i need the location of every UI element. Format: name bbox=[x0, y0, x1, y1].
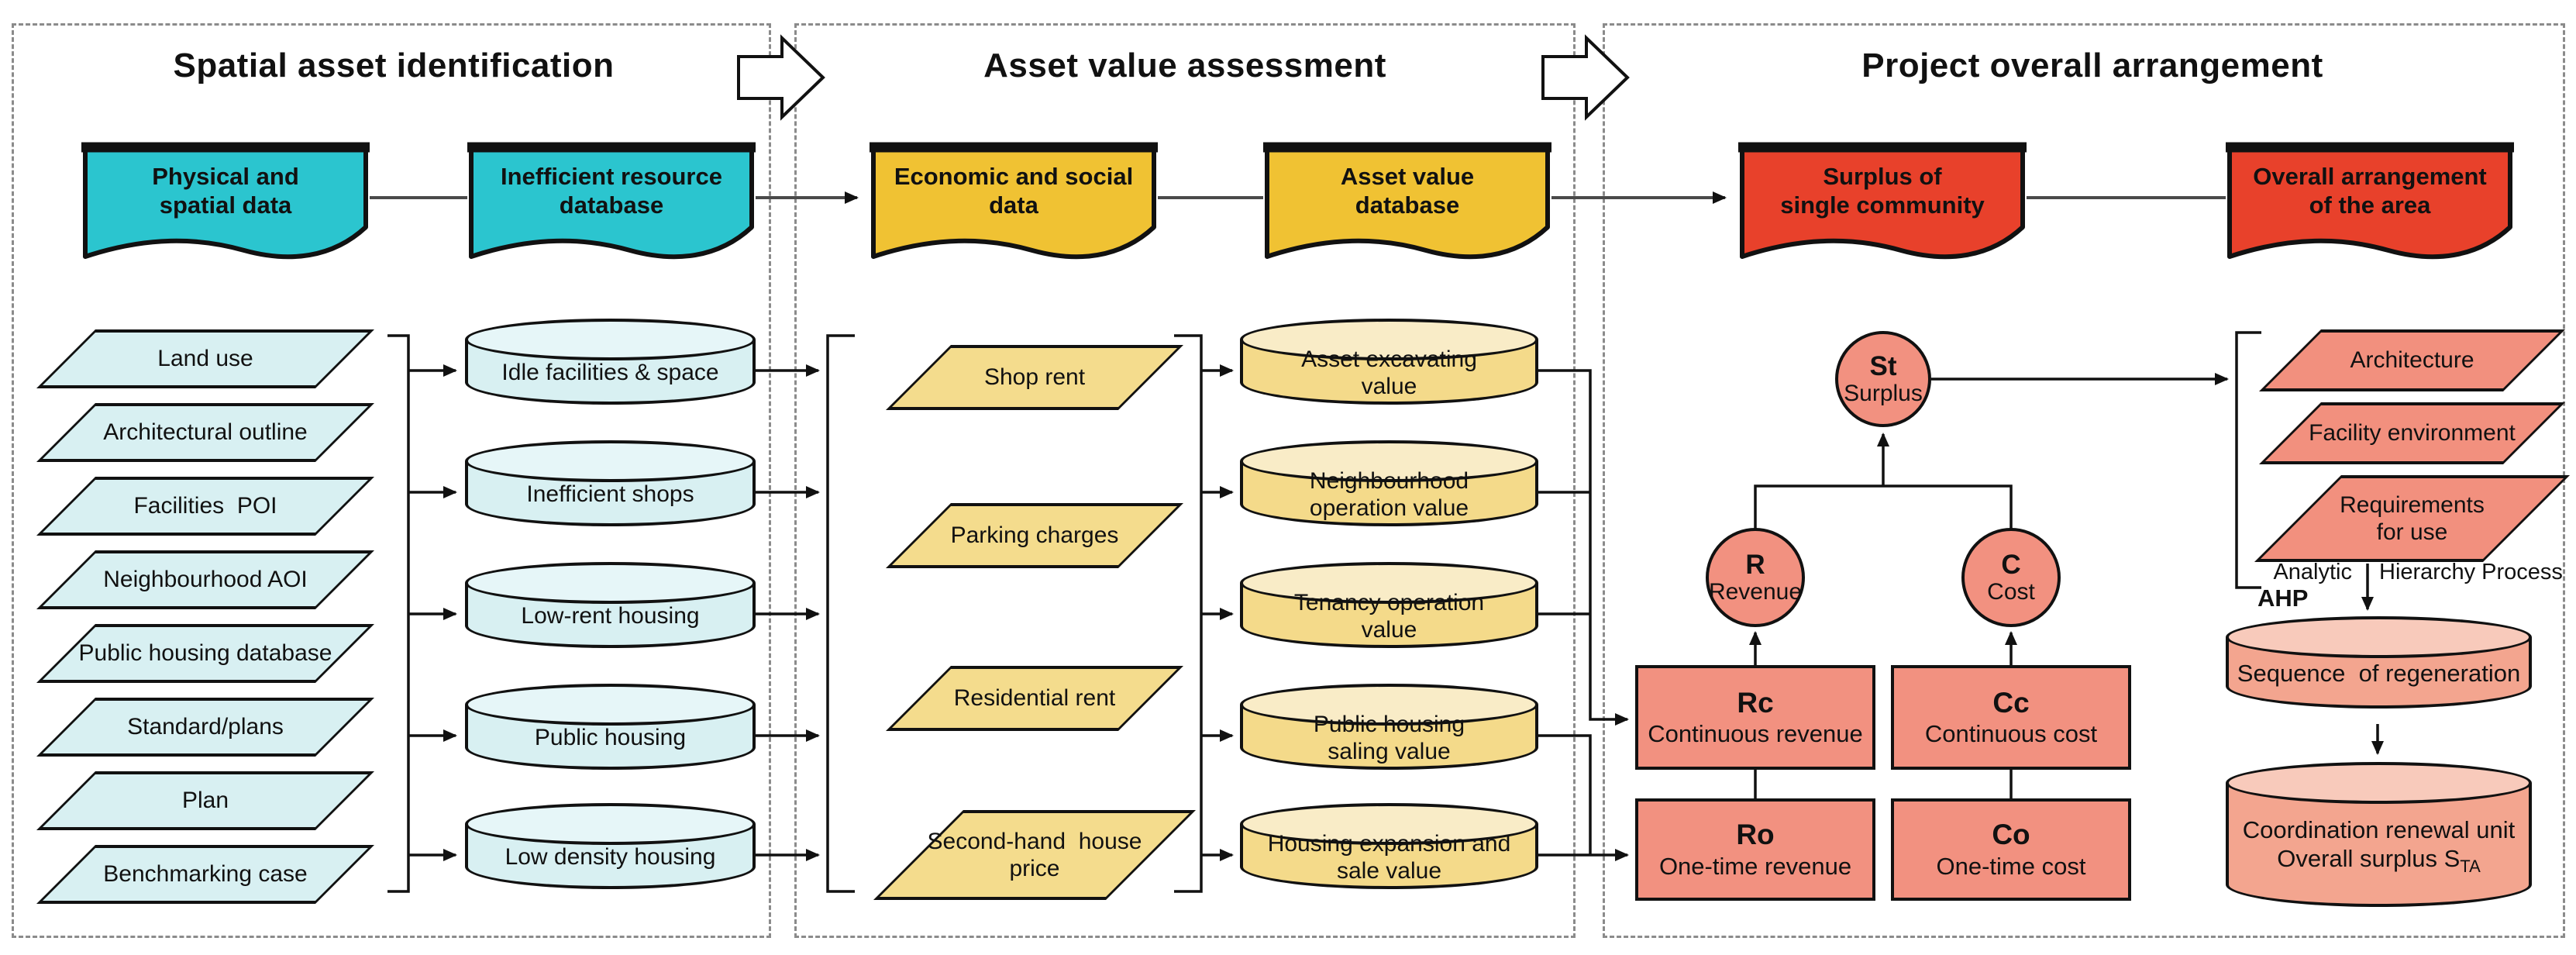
db-low-density-housing: Low density housing bbox=[465, 803, 756, 889]
layer-land-use: Land use bbox=[36, 329, 374, 388]
section-arrow-icon bbox=[737, 34, 825, 121]
ahp-label-analytic: Analytic bbox=[2273, 560, 2352, 584]
doc-inefficient-resource-database: Inefficient resource database bbox=[467, 142, 756, 267]
subscript-ta: TA bbox=[2460, 856, 2481, 876]
db-sequence-of-regeneration: Sequence of regeneration bbox=[2226, 616, 2532, 708]
db-asset-excavating-value: Asset excavating value bbox=[1240, 319, 1538, 405]
section-1-title: Spatial asset identification bbox=[173, 47, 615, 84]
layer-facilities-poi: Facilities POI bbox=[36, 477, 374, 536]
doc-label: Asset value database bbox=[1340, 163, 1475, 219]
section-arrow-icon bbox=[1541, 34, 1630, 121]
section-3-title: Project overall arrangement bbox=[1861, 47, 2323, 84]
db-neighbourhood-operation-value: Neighbourhood operation value bbox=[1240, 440, 1538, 526]
doc-surplus-of-single-community: Surplus of single community bbox=[1738, 142, 2027, 267]
db-public-housing: Public housing bbox=[465, 684, 756, 770]
db-tenancy-operation-value: Tenancy operation value bbox=[1240, 562, 1538, 648]
db-low-rent-housing: Low-rent housing bbox=[465, 562, 756, 648]
layer-standard-plans: Standard/plans bbox=[36, 698, 374, 757]
ahp-abbr: AHP bbox=[2257, 584, 2309, 612]
layer-neighbourhood-aoi: Neighbourhood AOI bbox=[36, 550, 374, 609]
input-second-hand-house-price: Second-hand house price bbox=[873, 810, 1196, 900]
ahp-label-hierarchy-process: Hierarchy Process bbox=[2379, 560, 2563, 584]
doc-economic-and-social-data: Economic and social data bbox=[870, 142, 1158, 267]
input-parking-charges: Parking charges bbox=[886, 503, 1183, 568]
db-housing-expansion-sale-value: Housing expansion and sale value bbox=[1240, 803, 1538, 889]
db-inefficient-shops: Inefficient shops bbox=[465, 440, 756, 526]
doc-label: Overall arrangement of the area bbox=[2253, 163, 2487, 219]
final-cylinder-line2: Overall surplus STA bbox=[2277, 844, 2481, 876]
criterion-requirements-for-use: Requirements for use bbox=[2254, 475, 2570, 562]
doc-label: Surplus of single community bbox=[1780, 163, 1985, 219]
doc-label: Physical and spatial data bbox=[152, 163, 299, 219]
section-spatial-asset-identification bbox=[12, 23, 771, 938]
db-coordination-renewal-unit: Coordination renewal unit Overall surplu… bbox=[2226, 762, 2532, 907]
db-public-housing-saling-value: Public housing saling value bbox=[1240, 684, 1538, 770]
layer-public-housing-database: Public housing database bbox=[36, 624, 374, 683]
doc-physical-and-spatial-data: Physical and spatial data bbox=[81, 142, 370, 267]
layer-plan: Plan bbox=[36, 771, 374, 830]
input-shop-rent: Shop rent bbox=[886, 345, 1183, 410]
criterion-facility-environment: Facility environment bbox=[2259, 402, 2565, 464]
doc-overall-arrangement-of-area: Overall arrangement of the area bbox=[2226, 142, 2514, 267]
db-idle-facilities-space: Idle facilities & space bbox=[465, 319, 756, 405]
criterion-architecture: Architecture bbox=[2259, 329, 2565, 391]
doc-label: Inefficient resource database bbox=[501, 163, 722, 219]
doc-label: Economic and social data bbox=[894, 163, 1134, 219]
final-cylinder-line1: Coordination renewal unit bbox=[2242, 816, 2516, 844]
layer-benchmarking-case: Benchmarking case bbox=[36, 845, 374, 904]
layer-architectural-outline: Architectural outline bbox=[36, 403, 374, 462]
input-residential-rent: Residential rent bbox=[886, 666, 1183, 731]
section-2-title: Asset value assessment bbox=[983, 47, 1386, 84]
doc-asset-value-database: Asset value database bbox=[1263, 142, 1551, 267]
